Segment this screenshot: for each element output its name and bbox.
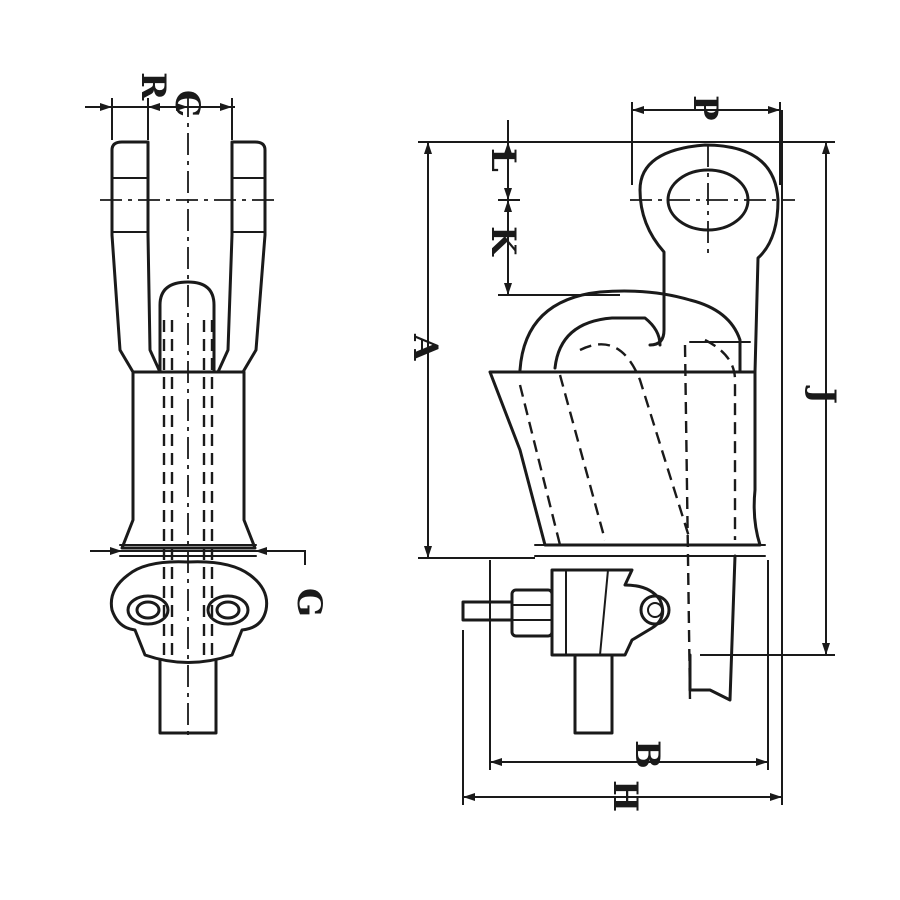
hook (518, 289, 742, 374)
label-h: H (605, 780, 645, 812)
left-prong (110, 140, 162, 374)
dim-b (489, 560, 769, 770)
label-c: C (167, 90, 207, 117)
dim-h (462, 110, 783, 805)
tongue-top (158, 280, 216, 374)
bolt-lugs (109, 560, 269, 664)
front-view (85, 95, 306, 740)
nut (510, 588, 554, 638)
dimension-labels: R C G P L K A J B H (133, 72, 843, 812)
eye (638, 143, 780, 374)
label-g: G (289, 588, 329, 617)
dim-p (631, 102, 781, 185)
label-j: J (803, 385, 843, 404)
bolt (461, 600, 514, 622)
label-p: P (685, 95, 725, 121)
side-body (488, 370, 762, 547)
right-prong (216, 140, 267, 374)
label-r: R (133, 72, 173, 101)
keeper (550, 568, 665, 657)
label-b: B (627, 740, 667, 769)
label-k: K (483, 226, 523, 257)
label-a: A (405, 333, 445, 361)
side-conductor (573, 554, 737, 735)
label-l: L (483, 148, 523, 172)
side-view (418, 102, 835, 805)
